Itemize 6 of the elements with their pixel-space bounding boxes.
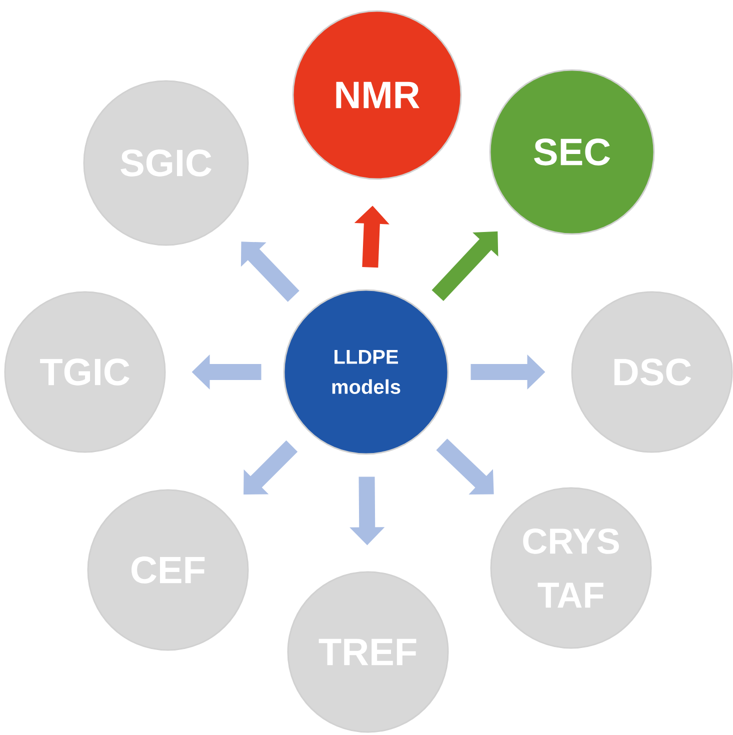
circle-node: LLDPE models <box>283 289 449 455</box>
block-arrow <box>244 440 298 494</box>
block-arrow <box>436 438 494 494</box>
circle-node: NMR <box>292 10 462 180</box>
block-arrow <box>240 242 300 302</box>
circle-node: SEC <box>489 69 655 235</box>
